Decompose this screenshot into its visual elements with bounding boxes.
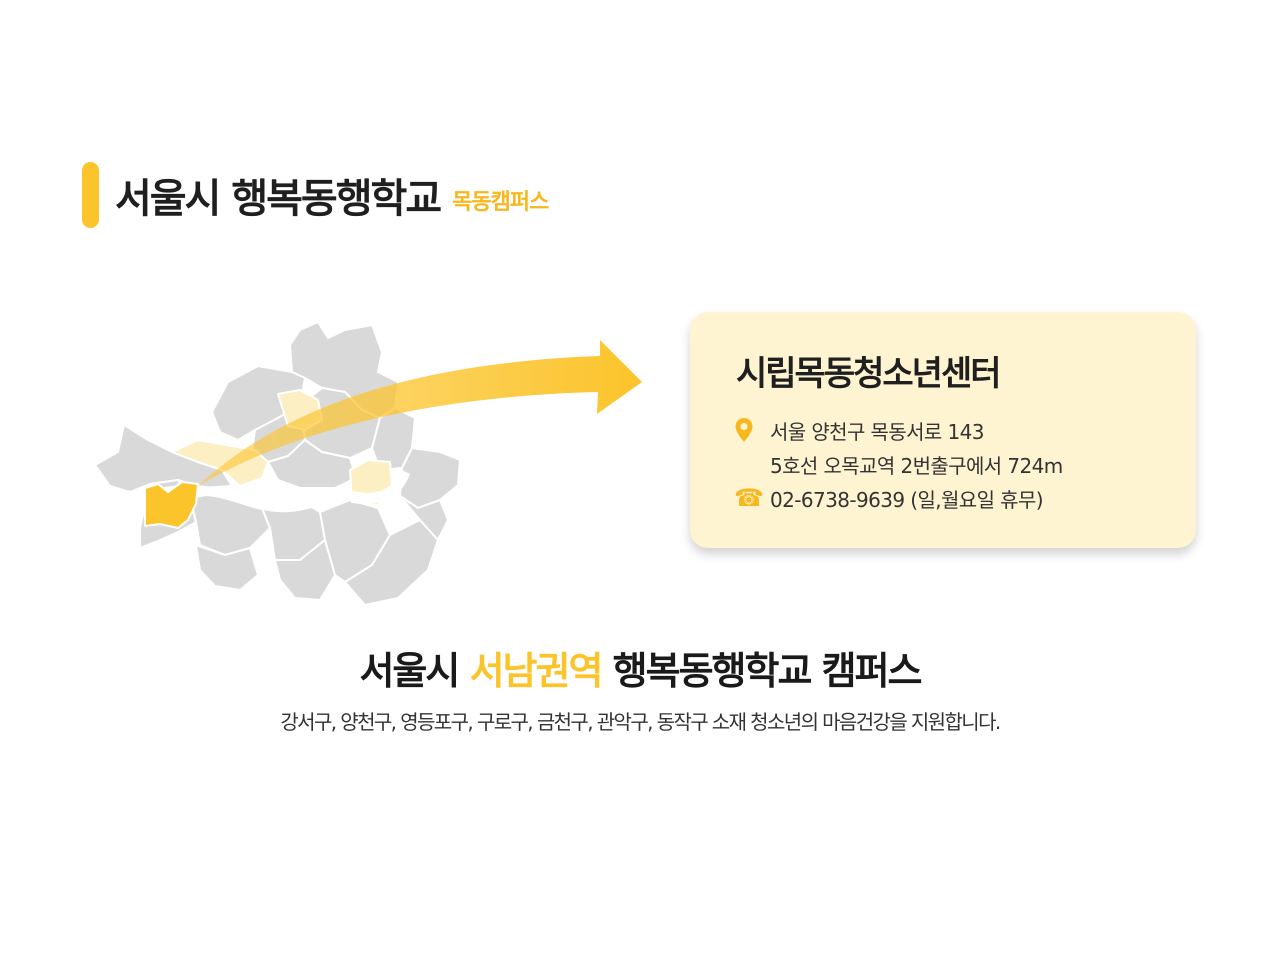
district-south-5 [274, 539, 336, 601]
phone-icon: ☎ [734, 484, 764, 512]
phone-line: ☎ 02-6738-9639 (일,월요일 휴무) [734, 481, 1196, 515]
arrow-shape [198, 340, 642, 486]
title-accent-bar [82, 162, 99, 228]
center-name: 시립목동청소년센터 [736, 354, 1002, 394]
headline-highlight: 서남권역 [469, 649, 604, 693]
seoul-districts [94, 321, 461, 606]
address-text: 서울 양천구 목동서로 143 [770, 419, 984, 444]
directions-line: 5호선 오목교역 2번출구에서 724m [734, 447, 1196, 481]
district-south-8 [399, 495, 449, 541]
section-description: 강서구, 양천구, 영등포구, 구로구, 금천구, 관악구, 동작구 소재 청소… [280, 710, 1001, 734]
district-west-north [94, 424, 233, 493]
center-info-card: 시립목동청소년센터 서울 양천구 목동서로 143 5호선 오목교역 2번출구에… [690, 312, 1196, 548]
page-title-row: 서울시 행복동행학교 목동캠퍼스 [82, 162, 549, 228]
district-yangcheon-highlight [144, 481, 199, 529]
headline-prefix: 서울시 [359, 649, 470, 693]
address-line: 서울 양천구 목동서로 143 [734, 413, 1196, 447]
district-east [399, 447, 461, 509]
page-subtitle: 목동캠퍼스 [452, 190, 549, 215]
center-details: 서울 양천구 목동서로 143 5호선 오목교역 2번출구에서 724m ☎ 0… [734, 413, 1196, 515]
section-headline: 서울시 서남권역 행복동행학교 캠퍼스 [0, 640, 1280, 695]
headline-suffix: 행복동행학교 캠퍼스 [601, 649, 923, 693]
directions-text: 5호선 오목교역 2번출구에서 724m [770, 453, 1063, 478]
han-river [130, 470, 410, 513]
location-pin-icon [734, 415, 770, 445]
page-title: 서울시 행복동행학교 [115, 176, 442, 222]
district-south-3 [195, 544, 259, 591]
phone-text: 02-6738-9639 (일,월요일 휴무) [770, 487, 1044, 512]
